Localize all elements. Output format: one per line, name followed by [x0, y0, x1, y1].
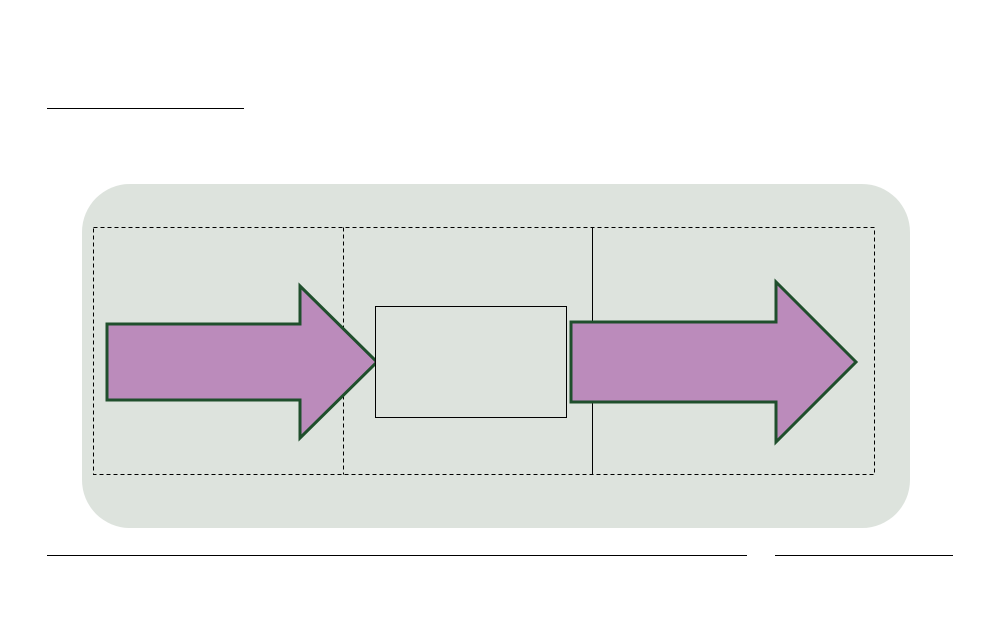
process-box [375, 306, 567, 418]
footer-rule-right [775, 555, 953, 556]
input-arrow [105, 282, 380, 442]
dashed-frame [93, 227, 875, 475]
footer-rule-left [47, 555, 747, 556]
header-rule [47, 108, 244, 109]
output-arrow [569, 278, 859, 446]
